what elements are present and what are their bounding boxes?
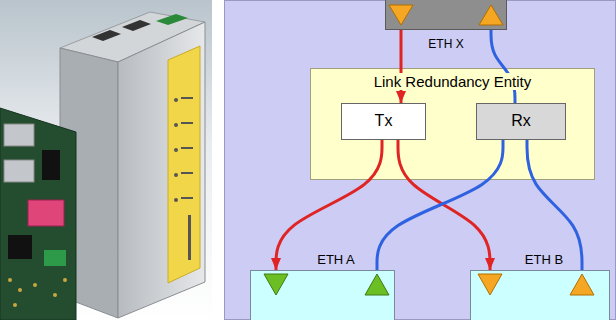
board-port [4,160,34,182]
text-holder: ETH X [386,34,506,52]
port-label: ETH X [424,38,467,52]
rx-triangle [365,274,389,295]
port-label: ETH B [521,253,567,268]
port-label: ETH A [313,253,359,268]
text-holder: Tx [375,112,393,130]
receive-path [491,30,515,103]
board-pads [8,278,67,307]
label-strip [168,46,200,283]
ethernet-port [92,30,121,41]
receive-path [377,140,503,270]
housing-side [118,22,205,318]
board-module [28,200,64,226]
block-label: Tx [375,112,393,130]
text-holder: ETH A [313,250,359,268]
entity-box: Tx Rx Link Redundancy Entity [310,68,595,180]
board-chip [42,150,60,180]
board-chip [8,235,32,259]
tx-triangle [264,274,288,295]
tx-triangle [478,274,502,295]
text-holder: ETH B [521,250,567,268]
text-holder: Rx [511,112,531,130]
ethernet-port [122,20,151,31]
rx-triangle [570,274,594,295]
terminal-connector [156,14,188,25]
receive-path [527,140,582,270]
transmit-path [276,140,382,270]
rx-triangle [479,5,503,25]
transmit-path [400,30,403,103]
tx-box: Tx [341,103,426,140]
transmit-path [398,140,490,270]
rx-box: Rx [476,103,566,140]
tx-triangle [389,5,413,25]
block-label: Rx [511,112,531,130]
text-holder: Link Redundancy Entity [311,69,594,91]
photo-background [0,0,212,320]
led-marks [174,97,193,260]
board-connector [44,250,66,266]
entity-title: Link Redundancy Entity [370,73,536,90]
circuit-board [0,108,76,320]
board-port [4,124,34,146]
